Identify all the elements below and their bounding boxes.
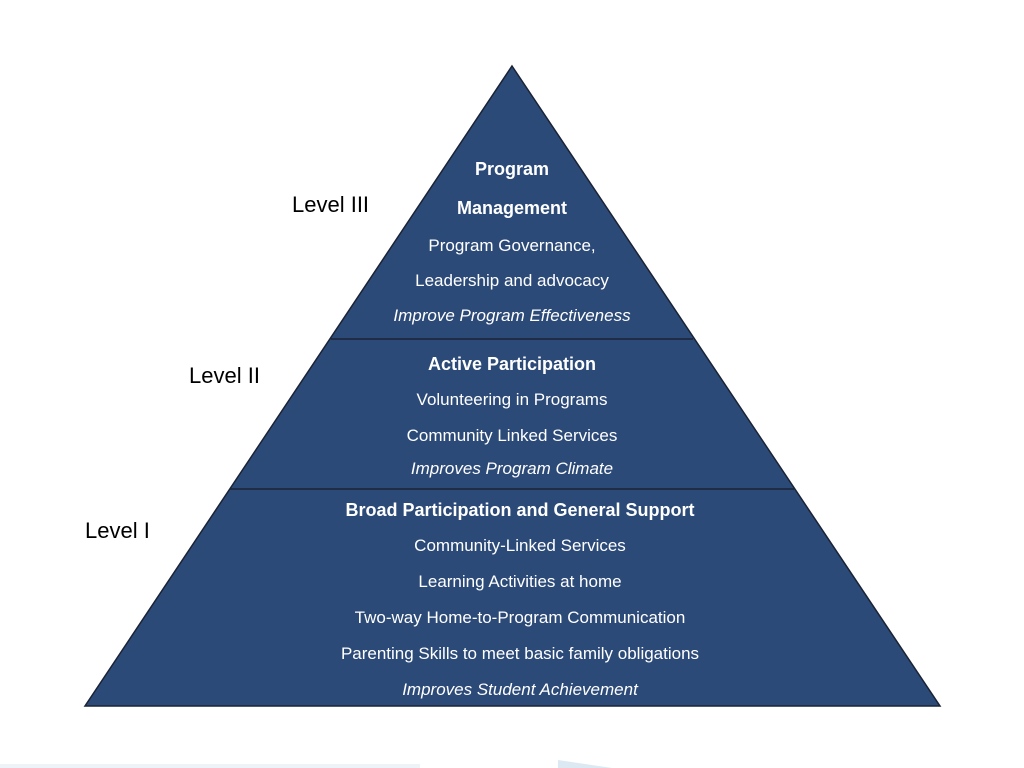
tier-3-body-line: Program Governance, — [428, 236, 596, 255]
tier-2-body-line: Volunteering in Programs — [416, 390, 608, 409]
tier-1-outcome: Improves Student Achievement — [402, 680, 638, 699]
tier-3-heading-line-2: Management — [456, 198, 568, 218]
level-2-label: Level II — [189, 363, 260, 388]
tier-1-body-line: Learning Activities at home — [418, 572, 622, 591]
decorative-wedge — [558, 760, 612, 768]
tier-3-outcome: Improve Program Effectiveness — [393, 306, 631, 325]
tier-2-text: Active Participation Volunteering in Pro… — [407, 346, 618, 484]
decorative-strip — [0, 764, 420, 768]
tier-1-body-line: Two-way Home-to-Program Communication — [354, 608, 686, 627]
tier-1-text: Broad Participation and General Support … — [341, 492, 699, 708]
tier-2-outcome: Improves Program Climate — [410, 459, 614, 478]
tier-3-body-line: Leadership and advocacy — [415, 271, 609, 290]
level-3-label: Level III — [292, 192, 370, 217]
pyramid-triangle — [83, 64, 942, 707]
tier-1-heading: Broad Participation and General Support — [345, 500, 695, 520]
tier-3-text: Program Management Program Governance, L… — [393, 150, 630, 333]
tier-2-body-line: Community Linked Services — [406, 426, 618, 445]
tier-2-heading: Active Participation — [427, 354, 597, 374]
tier-1-body-line: Parenting Skills to meet basic family ob… — [340, 644, 700, 663]
tier-3-heading-line-1: Program — [474, 159, 550, 179]
tier-1-body-line: Community-Linked Services — [414, 536, 626, 555]
level-1-label: Level I — [85, 518, 150, 543]
